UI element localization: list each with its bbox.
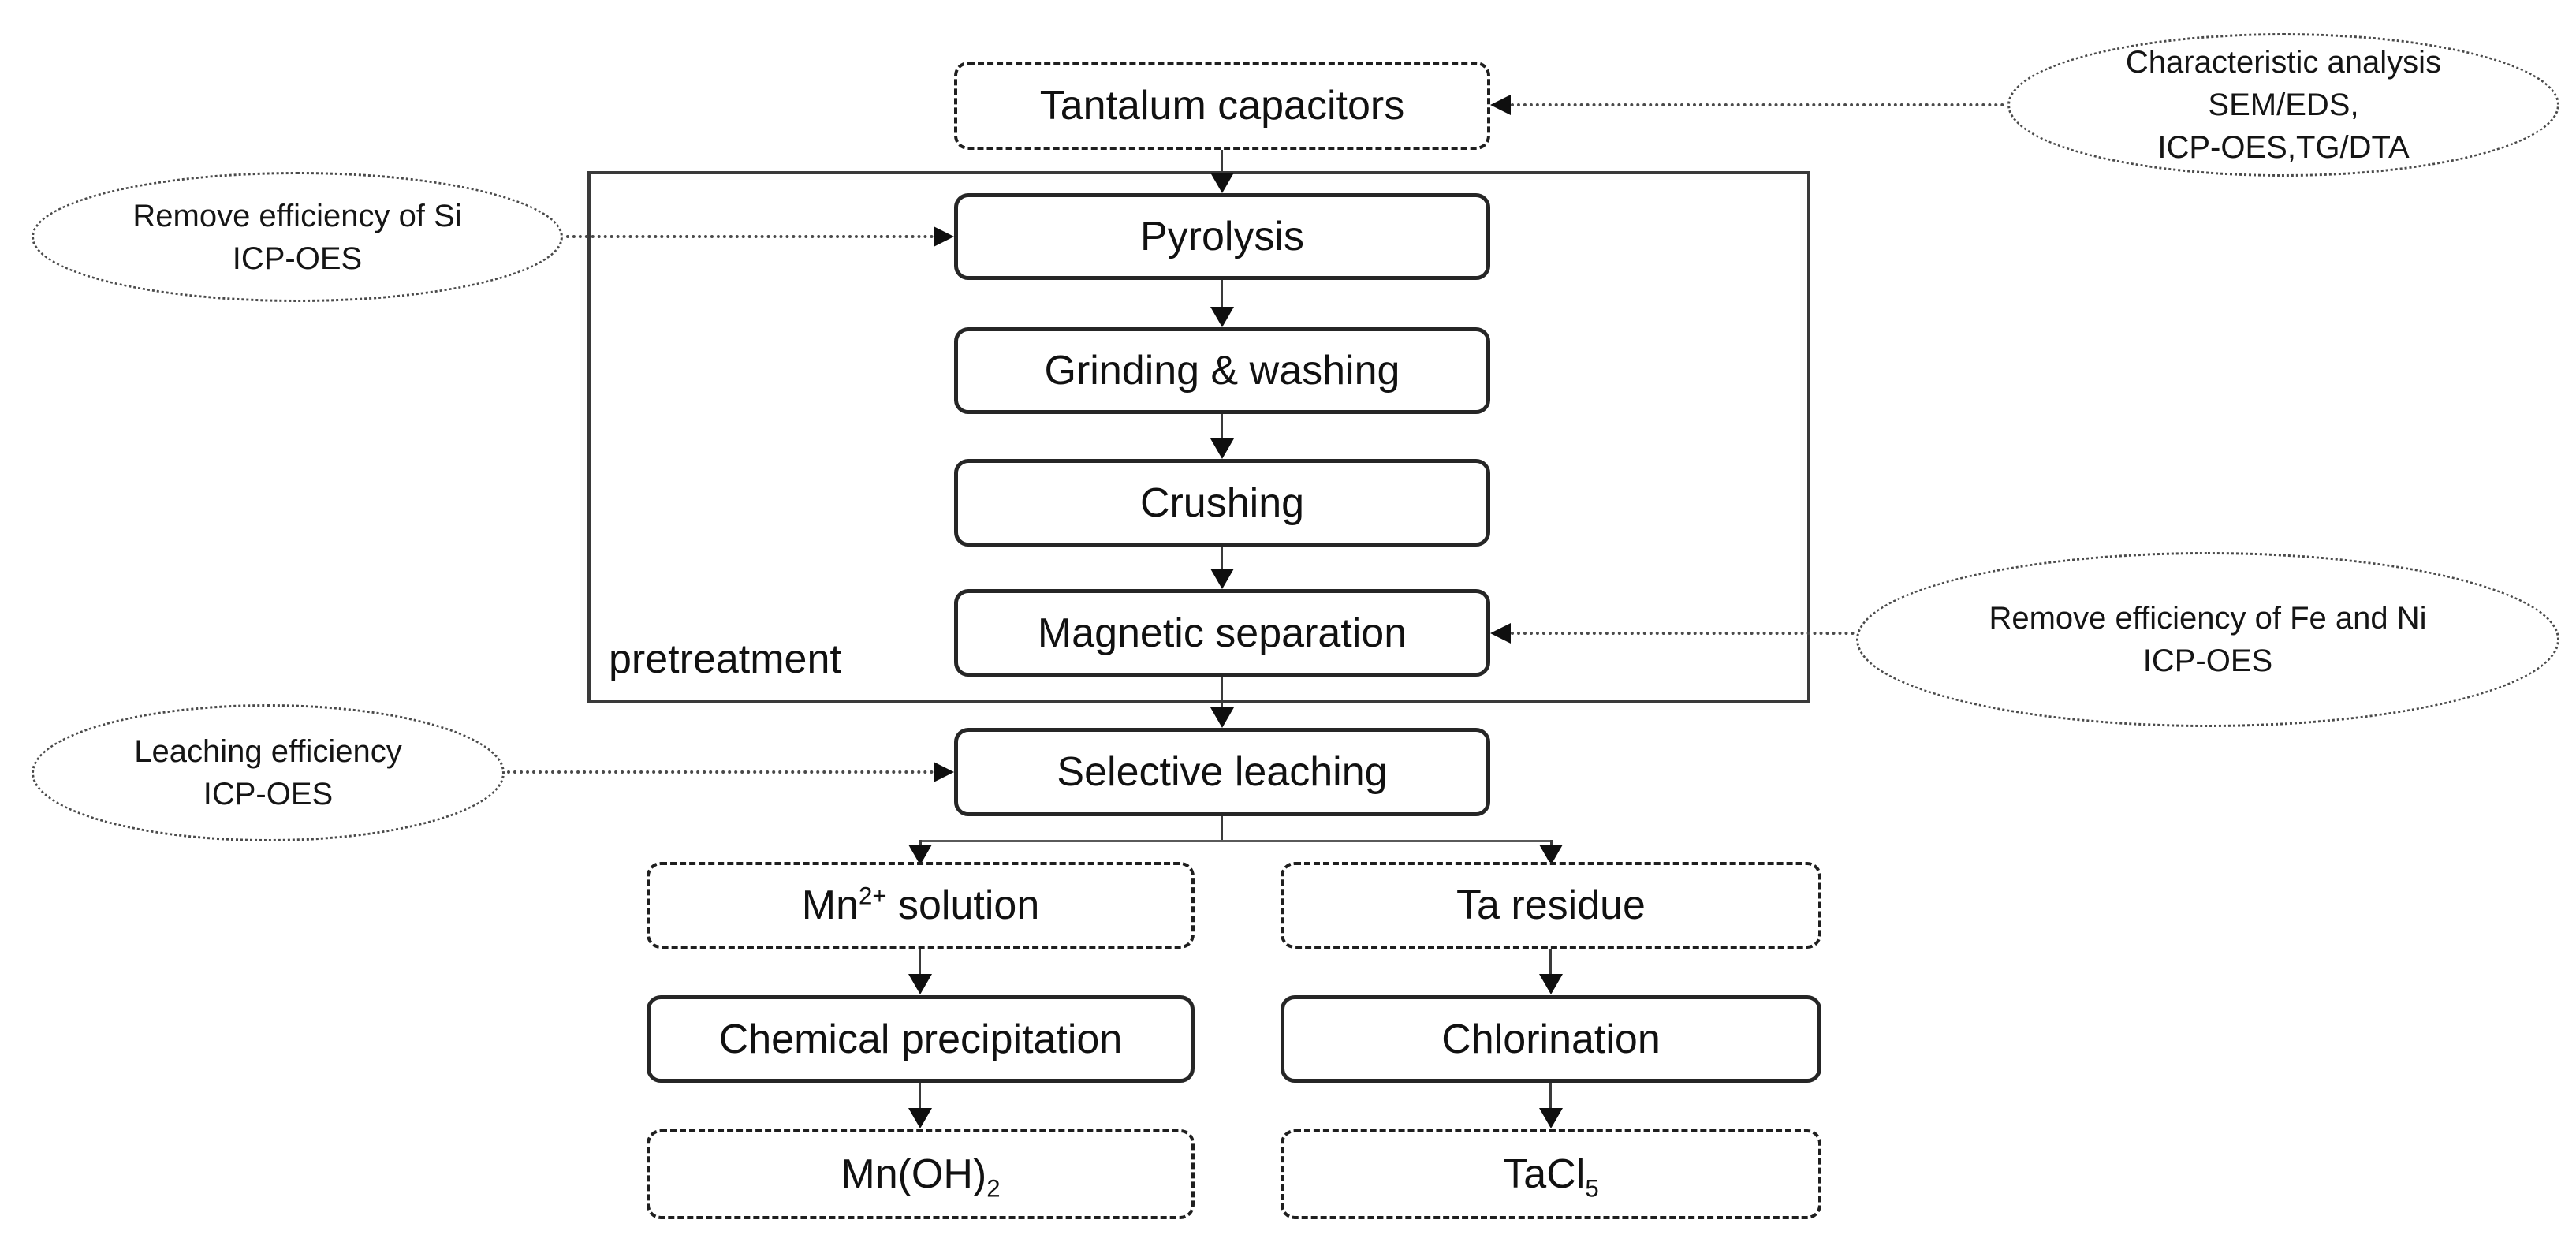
annotation-characteristic-analysis: Characteristic analysis SEM/EDS, ICP-OES… (2007, 33, 2559, 177)
arrow-pyrolysis-to-grinding-head (1210, 307, 1234, 327)
arrow-magnetic-to-selective-head (1210, 707, 1234, 728)
node-ta-residue: Ta residue (1281, 862, 1821, 949)
node-chemical-precipitation-label: Chemical precipitation (718, 1016, 1123, 1062)
split-right-drop-head (1539, 845, 1563, 865)
split-left-drop-line (919, 840, 922, 848)
node-mn-hydroxide-label: Mn(OH)2 (841, 1151, 1001, 1203)
arrow-grinding-to-crushing-head (1210, 438, 1234, 459)
arrow-tantalum-to-pyrolysis-line (1221, 150, 1223, 174)
node-tantalum-capacitors: Tantalum capacitors (954, 62, 1490, 150)
node-magnetic-separation: Magnetic separation (954, 589, 1490, 677)
arrow-precipitation-to-mnoh2-head (908, 1108, 932, 1128)
node-selective-leaching: Selective leaching (954, 728, 1490, 816)
arrow-mnsolution-to-precipitation-line (919, 949, 921, 976)
arrow-taresidue-to-chlorination-head (1539, 974, 1563, 994)
node-tacl5: TaCl5 (1281, 1129, 1821, 1219)
arrow-tantalum-to-pyrolysis-head (1210, 173, 1234, 193)
node-chlorination: Chlorination (1281, 995, 1821, 1083)
split-horizontal-bar (919, 840, 1553, 842)
arrow-crushing-to-magnetic-head (1210, 569, 1234, 589)
node-crushing-label: Crushing (1139, 479, 1305, 526)
node-grinding-washing: Grinding & washing (954, 327, 1490, 414)
node-mn-solution: Mn2+ solution (647, 862, 1195, 949)
dotted-line-characteristic-to-tantalum (1511, 103, 2011, 106)
node-crushing: Crushing (954, 459, 1490, 547)
arrow-mnsolution-to-precipitation-head (908, 974, 932, 994)
node-mn-solution-label: Mn2+ solution (801, 882, 1040, 928)
node-mn-hydroxide: Mn(OH)2 (647, 1129, 1195, 1219)
arrow-grinding-to-crushing-line (1221, 414, 1223, 440)
annotation-leaching-efficiency: Leaching efficiency ICP-OES (32, 704, 505, 841)
arrow-magnetic-to-selective-line (1221, 677, 1223, 709)
node-pyrolysis: Pyrolysis (954, 193, 1490, 280)
node-pyrolysis-label: Pyrolysis (1139, 214, 1305, 259)
dotted-line-si-to-pyrolysis (560, 235, 934, 238)
arrow-taresidue-to-chlorination-line (1549, 949, 1552, 976)
dotted-arrow-characteristic-to-tantalum (1490, 95, 1511, 115)
arrow-pyrolysis-to-grinding-line (1221, 280, 1223, 308)
node-grinding-washing-label: Grinding & washing (1044, 348, 1400, 394)
node-tacl5-label: TaCl5 (1503, 1151, 1599, 1203)
node-ta-residue-label: Ta residue (1456, 882, 1646, 928)
node-magnetic-separation-label: Magnetic separation (1037, 610, 1407, 656)
arrow-crushing-to-magnetic-line (1221, 547, 1223, 570)
dotted-arrow-leaching-to-selective (934, 762, 954, 782)
dotted-line-leaching-to-selective (501, 770, 934, 774)
node-tantalum-capacitors-label: Tantalum capacitors (1039, 83, 1405, 129)
annotation-remove-fe-ni: Remove efficiency of Fe and Ni ICP-OES (1856, 552, 2559, 727)
node-chlorination-label: Chlorination (1441, 1016, 1661, 1062)
arrow-precipitation-to-mnoh2-line (919, 1083, 921, 1110)
dotted-arrow-feni-to-magnetic (1490, 623, 1511, 644)
arrow-chlorination-to-tacl5-head (1539, 1108, 1563, 1128)
node-chemical-precipitation: Chemical precipitation (647, 995, 1195, 1083)
dotted-line-feni-to-magnetic (1511, 632, 1861, 635)
split-right-drop-line (1550, 840, 1553, 848)
dotted-arrow-si-to-pyrolysis (934, 226, 954, 247)
split-stem-line (1221, 816, 1223, 841)
annotation-remove-si: Remove efficiency of Si ICP-OES (32, 172, 563, 302)
pretreatment-frame (587, 171, 1810, 703)
pretreatment-label: pretreatment (609, 636, 841, 682)
split-left-drop-head (908, 845, 932, 865)
arrow-chlorination-to-tacl5-line (1549, 1083, 1552, 1110)
node-selective-leaching-label: Selective leaching (1057, 749, 1388, 795)
